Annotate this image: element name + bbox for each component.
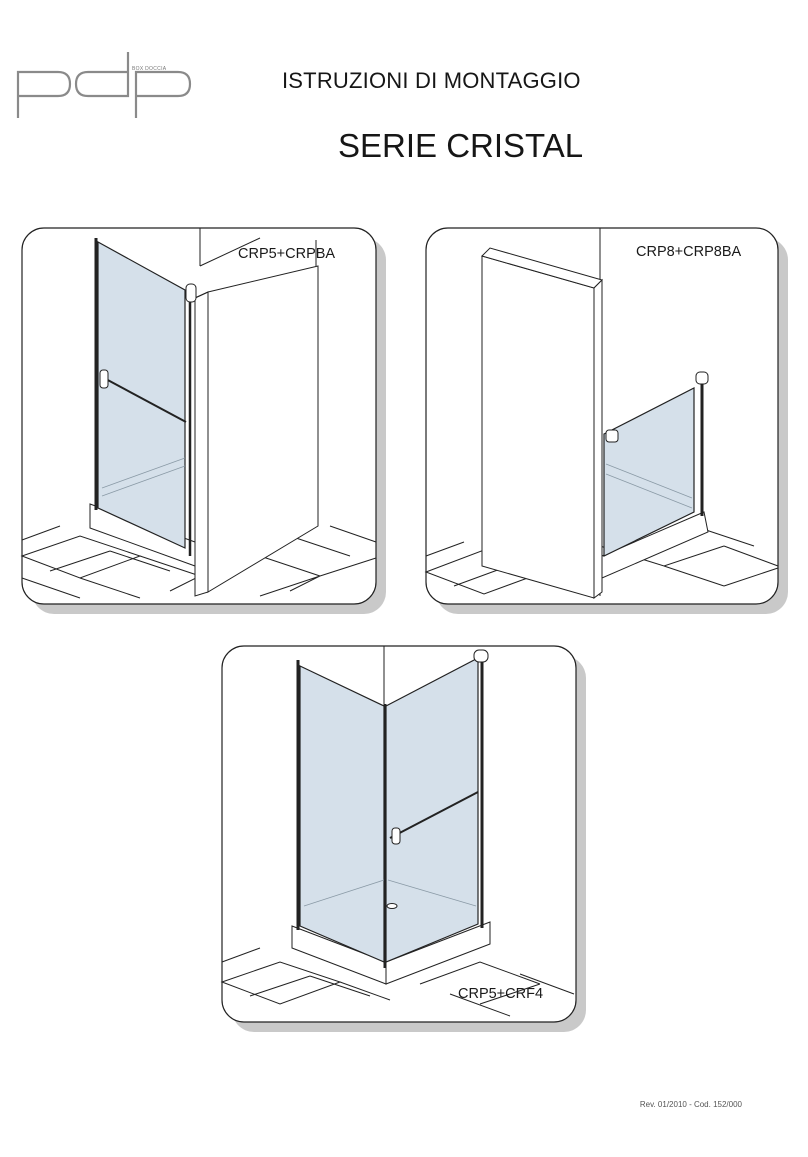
panel-crp8-crp8ba: CRP8+CRP8BA [424,226,790,618]
pdp-logo: BOX DOCCIA [14,48,204,120]
model-label-3: CRP5+CRF4 [458,986,544,1002]
panel-crp5-crpba: CRP5+CRPBA [20,226,390,618]
logo-small-text: BOX DOCCIA [132,66,167,72]
shower-illustration-2 [424,227,788,614]
series-title: SERIE CRISTAL [338,127,584,164]
shower-illustration-1 [20,227,386,614]
panel-crp5-crf4: CRP5+CRF4 [220,644,590,1036]
model-label-1: CRP5+CRPBA [238,246,336,262]
document-title: ISTRUZIONI DI MONTAGGIO [282,68,581,93]
revision-code: Rev. 01/2010 - Cod. 152/000 [639,1100,742,1109]
shower-illustration-3 [220,645,586,1032]
model-label-2: CRP8+CRP8BA [636,244,742,260]
pdp-logo-mark [16,52,192,118]
